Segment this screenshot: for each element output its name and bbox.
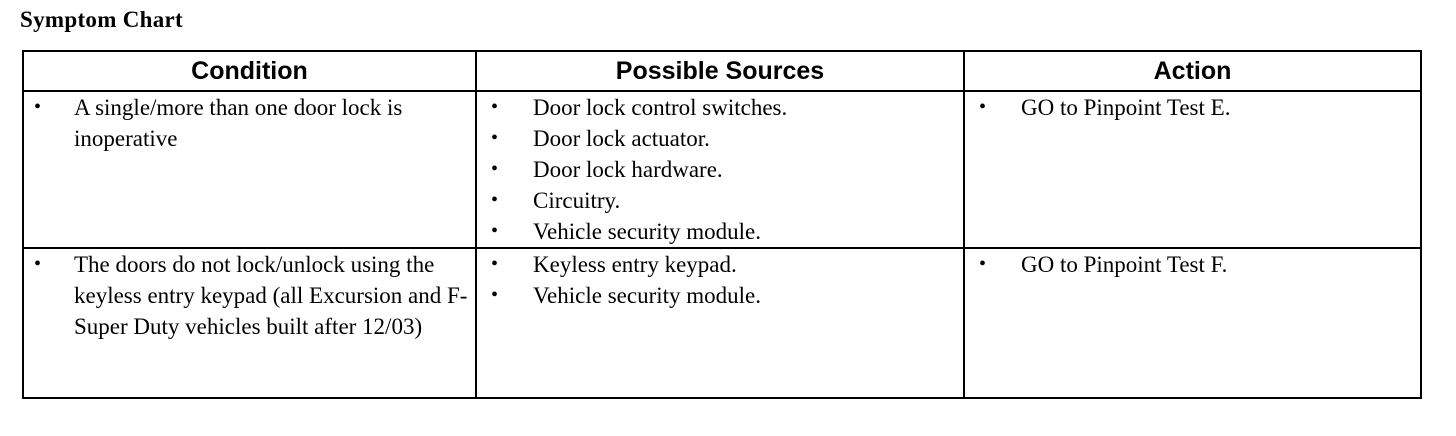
column-header-action: Action (963, 50, 1422, 92)
cell-action: GO to Pinpoint Test E. (963, 90, 1422, 249)
list-item: The doors do not lock/unlock using the k… (24, 249, 475, 342)
action-bullet-list: GO to Pinpoint Test E. (965, 92, 1420, 123)
source-text: Vehicle security module. (533, 283, 762, 308)
page-title: Symptom Chart (20, 7, 183, 32)
source-text: Door lock control switches. (533, 95, 788, 120)
condition-bullet-list: A single/more than one door lock is inop… (24, 92, 475, 154)
source-text: Door lock hardware. (533, 157, 723, 182)
list-item: A single/more than one door lock is inop… (24, 92, 475, 154)
cell-action: GO to Pinpoint Test F. (963, 247, 1422, 399)
cell-condition: A single/more than one door lock is inop… (22, 90, 477, 249)
list-item: Door lock control switches. (477, 92, 963, 123)
list-item: Vehicle security module. (477, 216, 963, 247)
column-header-possible-sources: Possible Sources (475, 50, 965, 92)
action-text: GO to Pinpoint Test E. (1021, 95, 1231, 120)
list-item: Circuitry. (477, 185, 963, 216)
column-header-condition: Condition (22, 50, 477, 92)
possible-sources-bullet-list: Keyless entry keypad. Vehicle security m… (477, 249, 963, 311)
source-text: Keyless entry keypad. (533, 252, 737, 277)
source-text: Vehicle security module. (533, 219, 762, 244)
source-text: Door lock actuator. (533, 126, 710, 151)
possible-sources-bullet-list: Door lock control switches. Door lock ac… (477, 92, 963, 247)
source-text: Circuitry. (533, 188, 621, 213)
list-item: GO to Pinpoint Test E. (965, 92, 1420, 123)
list-item: Door lock hardware. (477, 154, 963, 185)
list-item: Vehicle security module. (477, 280, 963, 311)
cell-condition: The doors do not lock/unlock using the k… (22, 247, 477, 399)
cell-possible-sources: Door lock control switches. Door lock ac… (475, 90, 965, 249)
cell-possible-sources: Keyless entry keypad. Vehicle security m… (475, 247, 965, 399)
table-row: A single/more than one door lock is inop… (22, 90, 1422, 249)
table-row: The doors do not lock/unlock using the k… (22, 247, 1422, 399)
condition-text: A single/more than one door lock is inop… (74, 95, 403, 151)
condition-text: The doors do not lock/unlock using the k… (74, 252, 468, 339)
action-text: GO to Pinpoint Test F. (1021, 252, 1228, 277)
list-item: Door lock actuator. (477, 123, 963, 154)
action-bullet-list: GO to Pinpoint Test F. (965, 249, 1420, 280)
list-item: Keyless entry keypad. (477, 249, 963, 280)
symptom-chart-table: Condition Possible Sources Action A sing… (22, 50, 1422, 399)
list-item: GO to Pinpoint Test F. (965, 249, 1420, 280)
condition-bullet-list: The doors do not lock/unlock using the k… (24, 249, 475, 342)
table-header-row: Condition Possible Sources Action (22, 50, 1422, 92)
